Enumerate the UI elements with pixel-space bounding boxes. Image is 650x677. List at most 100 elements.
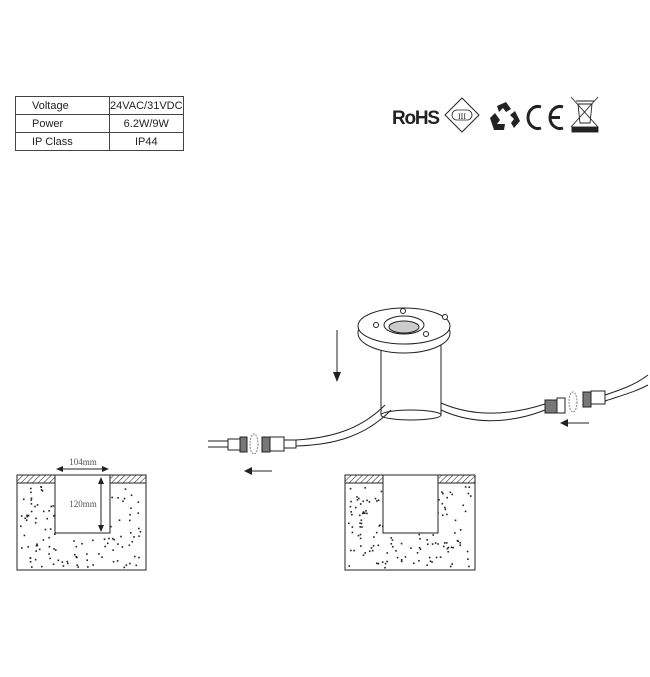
soil-dot (456, 539, 459, 542)
soil-dot (375, 531, 378, 534)
soil-dot (468, 565, 470, 568)
soil-dot (129, 513, 131, 516)
soil-dot (26, 514, 28, 517)
soil-dot (452, 546, 454, 549)
soil-dot (122, 500, 124, 503)
soil-dot (418, 533, 421, 536)
soil-dot (134, 555, 136, 558)
soil-dot (380, 490, 383, 493)
soil-dot (467, 492, 470, 495)
soil-dot (112, 560, 115, 563)
soil-dot (36, 544, 39, 547)
soil-dot (381, 561, 384, 563)
soil-dot (469, 495, 472, 497)
soil-dot (49, 557, 51, 560)
soil-dot (117, 497, 119, 499)
soil-dot (431, 561, 433, 563)
soil-dot (449, 565, 452, 568)
soil-dot (128, 519, 131, 522)
soil-dot (428, 556, 431, 559)
soil-dot (464, 486, 467, 488)
soil-dot (370, 547, 373, 549)
soil-dot (130, 494, 133, 497)
soil-dot (426, 543, 429, 545)
soil-dot (103, 538, 106, 540)
soil-dot (412, 562, 415, 564)
soil-dot (384, 562, 387, 565)
soil-dot (351, 531, 354, 534)
soil-dot (108, 537, 110, 540)
soil-dot (359, 503, 362, 505)
soil-dot (128, 544, 131, 547)
installation-pit (344, 474, 476, 571)
soil-dot (20, 515, 23, 517)
soil-dot (359, 526, 361, 528)
soil-dot (98, 553, 100, 555)
soil-dot (442, 492, 444, 495)
soil-dot (75, 555, 77, 558)
soil-dot (44, 528, 47, 531)
soil-dot (350, 511, 352, 513)
soil-dot (48, 509, 50, 512)
soil-dot (48, 536, 50, 539)
soil-dot (29, 561, 32, 563)
soil-dot (81, 542, 83, 545)
soil-dot (75, 545, 78, 548)
soil-dot (454, 519, 457, 522)
soil-dot (131, 540, 134, 543)
soil-dot (437, 543, 439, 545)
depth-dimension: 120mm (69, 499, 97, 509)
soil-dot (135, 564, 138, 567)
soil-dot (404, 556, 407, 558)
soil-dot (42, 539, 45, 541)
soil-dot (30, 566, 33, 568)
soil-dot (357, 534, 360, 537)
soil-dot (30, 499, 33, 501)
soil-dot (356, 496, 358, 498)
soil-dot (30, 491, 32, 494)
soil-dot (441, 502, 444, 505)
soil-dot (444, 506, 446, 509)
down-arrow-icon (333, 330, 341, 382)
soil-dot (466, 550, 469, 553)
soil-dot (76, 564, 78, 566)
soil-dot (138, 556, 140, 559)
soil-dot (26, 515, 28, 518)
soil-dot (92, 539, 94, 542)
soil-dot (446, 496, 448, 499)
soil-dot (46, 517, 49, 520)
soil-dot (376, 500, 378, 502)
soil-dot (350, 500, 352, 503)
soil-dot (348, 565, 351, 567)
soil-dot (139, 530, 142, 533)
soil-dot (374, 497, 377, 500)
svg-text:RoHS: RoHS (392, 108, 440, 129)
soil-dot (391, 545, 394, 548)
installation-pit-dimensioned: 104mm 120mm (16, 457, 147, 571)
soil-dot (73, 540, 75, 542)
soil-dot (25, 519, 28, 521)
soil-dot (24, 517, 26, 520)
soil-dot (442, 545, 445, 548)
soil-dot (459, 541, 462, 544)
soil-dot (451, 563, 453, 565)
soil-dot (446, 547, 449, 550)
svg-text:III: III (458, 112, 466, 121)
soil-dot (372, 544, 375, 547)
soil-dot (42, 510, 45, 513)
soil-dot (384, 566, 386, 569)
soil-dot (419, 548, 422, 551)
soil-dot (104, 545, 106, 548)
soil-dot (416, 552, 419, 554)
soil-dot (53, 548, 55, 550)
soil-dot (40, 486, 43, 488)
spec-value: IP44 (109, 132, 184, 151)
soil-dot (410, 547, 412, 550)
soil-dot (52, 515, 55, 517)
soil-dot (386, 560, 388, 563)
soil-dot (361, 526, 363, 528)
soil-dot (349, 505, 352, 508)
soil-dot (435, 556, 438, 559)
soil-dot (431, 543, 434, 545)
